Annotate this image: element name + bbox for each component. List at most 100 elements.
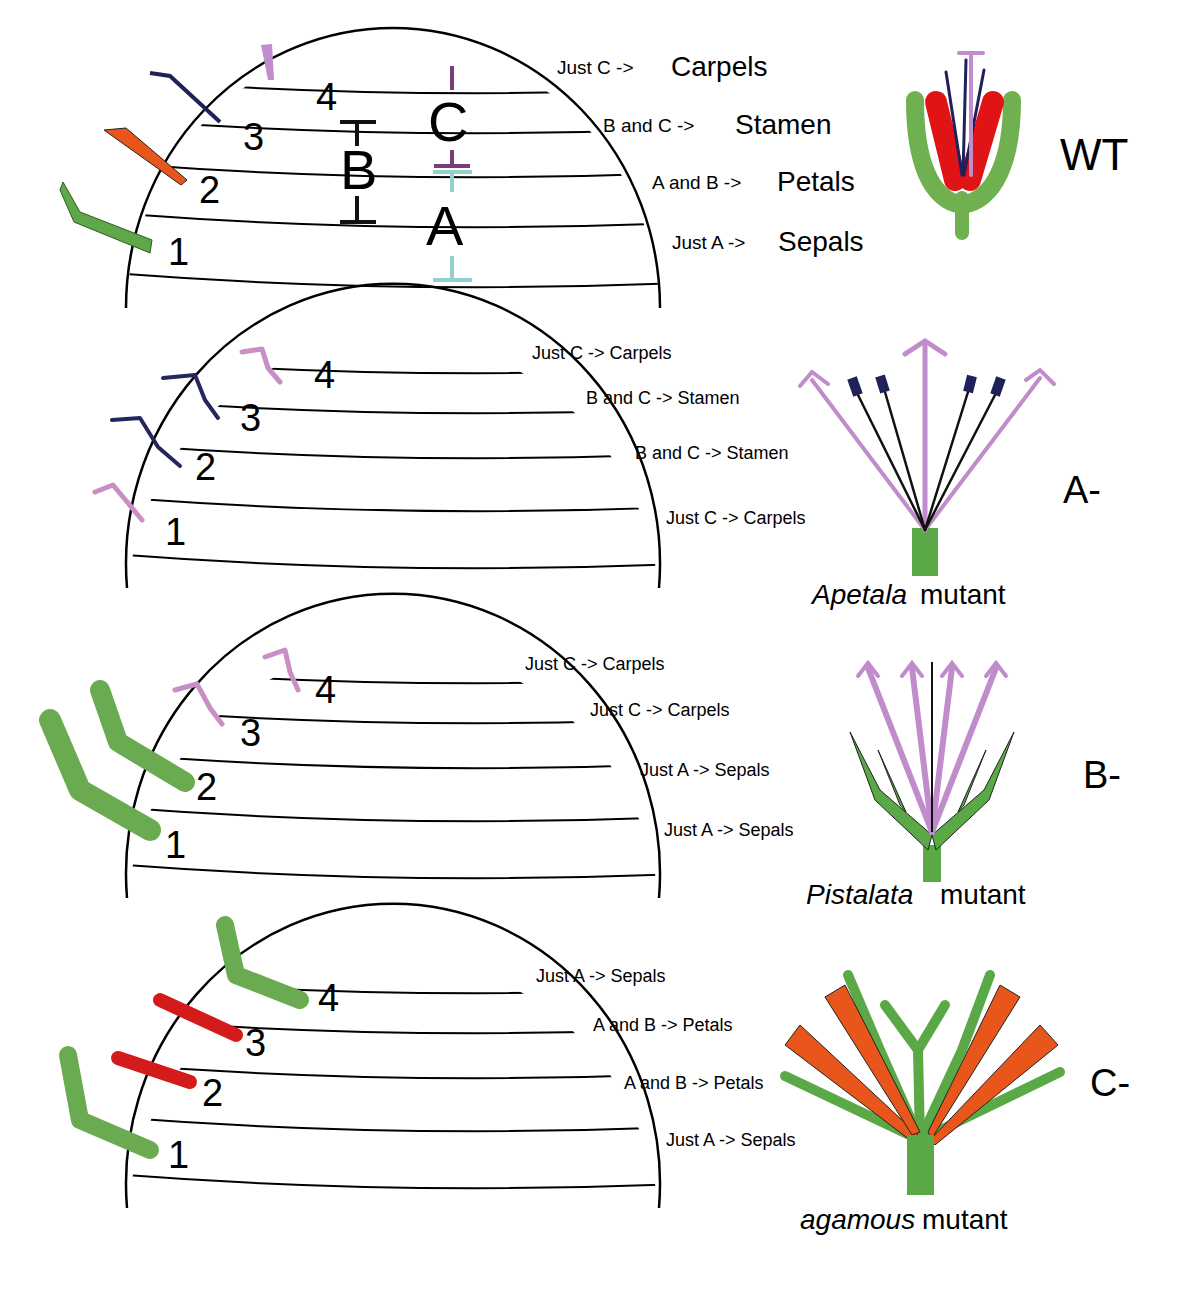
sepal-primordium bbox=[60, 182, 152, 253]
rule-label: Just A -> Sepals bbox=[664, 821, 794, 839]
petal bbox=[930, 1025, 1058, 1145]
mutant-name: Apetala bbox=[812, 581, 907, 609]
sepal-primordium bbox=[225, 925, 300, 1000]
carpel-primordium bbox=[261, 44, 274, 80]
organ-label: Stamen bbox=[735, 111, 832, 139]
carpel-tip bbox=[905, 341, 945, 354]
mutant-word: mutant bbox=[922, 1206, 1008, 1234]
center-line bbox=[931, 662, 933, 832]
rule-label: Just C -> Carpels bbox=[666, 509, 806, 527]
whorl-number: 1 bbox=[165, 826, 186, 864]
petal-primordium bbox=[160, 1000, 236, 1035]
whorl-line bbox=[100, 212, 700, 227]
petal-primordium bbox=[118, 1058, 190, 1082]
stamen bbox=[925, 395, 995, 530]
rule-label: Just C -> Carpels bbox=[525, 655, 665, 673]
rule-label: Just C -> bbox=[557, 58, 634, 77]
whorl-number: 2 bbox=[199, 171, 220, 209]
mutant-word: mutant bbox=[920, 581, 1006, 609]
carpel bbox=[969, 53, 973, 175]
whorl-line bbox=[100, 162, 700, 177]
rule-label: B and C -> bbox=[603, 116, 694, 135]
sepal bbox=[918, 1005, 945, 1050]
rule-label: Just A -> bbox=[672, 233, 745, 252]
whorl-number: 1 bbox=[165, 513, 186, 551]
whorl-number: 4 bbox=[315, 671, 336, 709]
bracket-line bbox=[450, 150, 454, 166]
agamous-flower bbox=[785, 975, 1060, 1195]
meristem-dome bbox=[126, 904, 660, 1208]
petal bbox=[970, 102, 993, 180]
stamen bbox=[963, 60, 966, 175]
stamen bbox=[964, 70, 984, 175]
organ-label: Carpels bbox=[671, 53, 767, 81]
rule-label: Just A -> Sepals bbox=[666, 1131, 796, 1149]
meristem-dome bbox=[126, 594, 660, 898]
bracket-line bbox=[450, 66, 454, 90]
whorl-number: 3 bbox=[240, 399, 261, 437]
pistalata-flower bbox=[850, 662, 1014, 882]
whorl-line bbox=[100, 443, 700, 458]
rule-label: A and B -> Petals bbox=[624, 1074, 764, 1092]
rule-label: Just A -> Sepals bbox=[536, 967, 666, 985]
whorl-line bbox=[100, 753, 700, 768]
whorl-line bbox=[100, 496, 700, 511]
stamen-primordium bbox=[163, 375, 218, 418]
panel-label: A- bbox=[1063, 471, 1101, 509]
rule-label: A and B -> bbox=[652, 173, 741, 192]
rule-label: B and C -> Stamen bbox=[635, 444, 789, 462]
whorl-line bbox=[100, 553, 700, 568]
anther bbox=[968, 376, 972, 392]
whorl-lines bbox=[100, 78, 700, 287]
bracket-cap bbox=[433, 278, 472, 282]
stamen-primordium bbox=[112, 418, 180, 466]
panel-label: C- bbox=[1090, 1064, 1130, 1102]
carpel-primordium bbox=[242, 349, 280, 382]
flower-stalk bbox=[912, 528, 938, 576]
anther bbox=[880, 376, 885, 392]
carpel bbox=[932, 668, 996, 832]
carpel-tip bbox=[959, 51, 983, 55]
bracket-line bbox=[450, 172, 454, 192]
organ-label: Petals bbox=[777, 168, 855, 196]
panel-label: WT bbox=[1060, 133, 1128, 177]
whorl-number: 2 bbox=[196, 768, 217, 806]
whorl-number: 4 bbox=[314, 356, 335, 394]
rule-label: A and B -> Petals bbox=[593, 1016, 733, 1034]
carpel-tip bbox=[902, 663, 922, 676]
sepal bbox=[915, 100, 962, 205]
carpel-primordium bbox=[175, 684, 222, 724]
whorl-lines bbox=[100, 668, 700, 878]
whorl-lines bbox=[100, 978, 700, 1188]
bracket-line bbox=[450, 256, 454, 280]
whorl-line bbox=[100, 1116, 700, 1131]
stamen bbox=[946, 72, 962, 175]
bracket-cap bbox=[434, 164, 470, 168]
rule-label: B and C -> Stamen bbox=[586, 389, 740, 407]
meristem-dome bbox=[126, 28, 660, 308]
whorl-number: 1 bbox=[168, 1136, 189, 1174]
flower-stalk bbox=[923, 845, 941, 882]
rule-label: Just C -> Carpels bbox=[532, 344, 672, 362]
sepal-primordium bbox=[50, 720, 150, 830]
petal bbox=[785, 1025, 918, 1140]
anther bbox=[852, 378, 858, 395]
wt-flower bbox=[915, 53, 1012, 233]
whorl-number: 3 bbox=[243, 118, 264, 156]
anther bbox=[995, 378, 1001, 395]
carpel bbox=[812, 380, 925, 530]
carpel bbox=[925, 378, 1040, 530]
apetala-flower bbox=[800, 341, 1054, 576]
mutant-name: agamous bbox=[800, 1206, 915, 1234]
whorl-number: 2 bbox=[202, 1074, 223, 1112]
stamen-primordium bbox=[150, 73, 220, 122]
organ-label: Sepals bbox=[778, 228, 864, 256]
carpel bbox=[923, 346, 928, 530]
whorl-number: 3 bbox=[240, 714, 261, 752]
mutant-word: mutant bbox=[940, 881, 1026, 909]
petal bbox=[825, 985, 920, 1135]
bracket-line bbox=[355, 196, 359, 222]
